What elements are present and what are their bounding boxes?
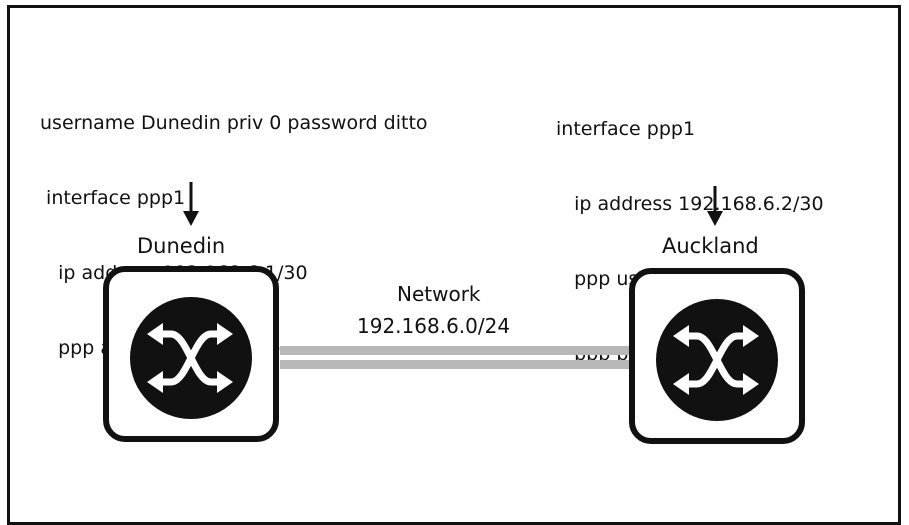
auckland-router[interactable]: [629, 268, 805, 444]
router-icon: [656, 299, 778, 421]
connectors: [183, 182, 723, 369]
auckland-config-line-1: interface ppp1: [556, 118, 696, 140]
auckland-config-arrow: [707, 186, 723, 226]
dunedin-config-arrow: [183, 182, 199, 226]
network-link: [280, 346, 632, 369]
network-title: Network: [397, 282, 481, 306]
dunedin-config-line-2: interface ppp1: [40, 187, 186, 209]
dunedin-config-line-1: username Dunedin priv 0 password ditto: [40, 112, 428, 134]
router-icon: [130, 297, 252, 419]
dunedin-router[interactable]: [103, 266, 279, 442]
dunedin-label: Dunedin: [137, 234, 226, 258]
auckland-label: Auckland: [662, 234, 759, 258]
network-subnet: 192.168.6.0/24: [357, 314, 511, 338]
